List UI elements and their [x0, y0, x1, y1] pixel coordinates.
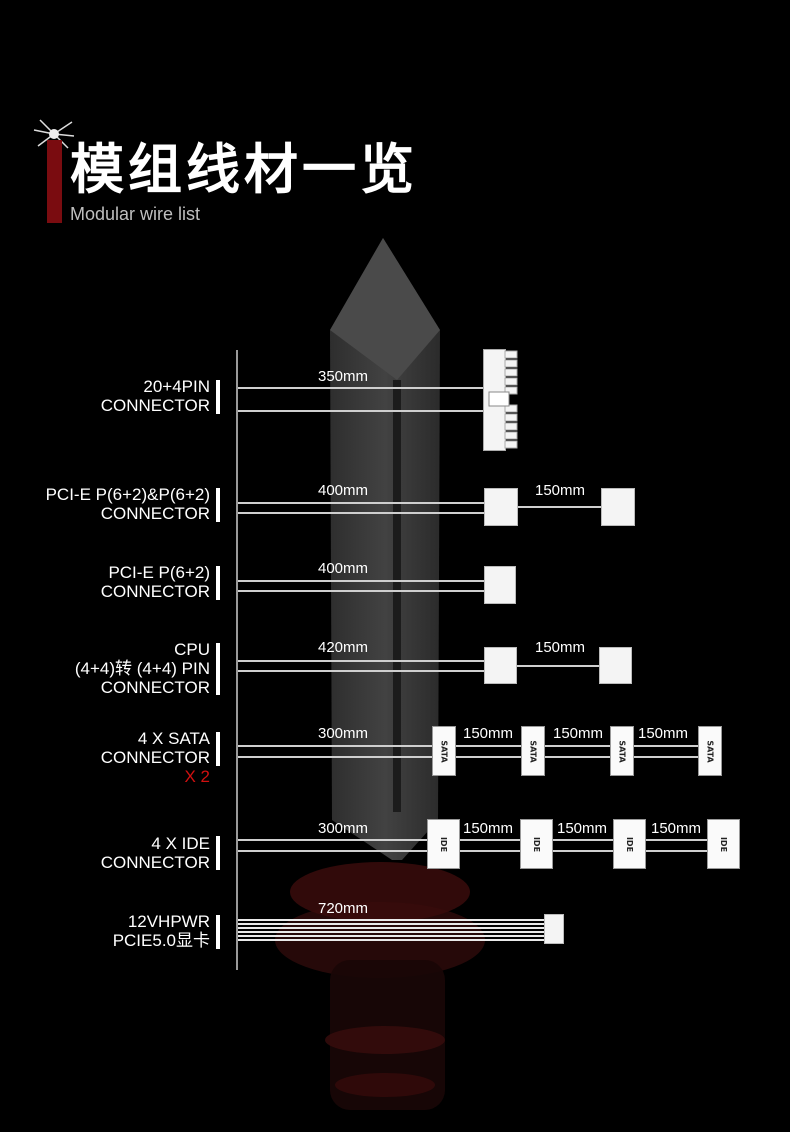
- sata-connector: SATA: [610, 726, 634, 776]
- title-accent-bar: [47, 140, 62, 223]
- row-label-cpu: CPU (4+4)转 (4+4) PIN CONNECTOR: [74, 640, 210, 697]
- length-label: 300mm: [318, 820, 369, 837]
- cable-wire: [516, 665, 606, 667]
- sata-connector: SATA: [432, 726, 456, 776]
- cable-wire: [238, 839, 728, 841]
- length-label: 150mm: [638, 725, 689, 742]
- cable-wire: [238, 580, 488, 582]
- spider-logo-icon: [33, 119, 75, 149]
- length-label: 720mm: [318, 900, 369, 917]
- length-label: 150mm: [651, 820, 702, 837]
- row-label-pcie-dual: PCI-E P(6+2)&P(6+2) CONNECTOR: [45, 485, 210, 523]
- cable-wire: [238, 512, 488, 514]
- row-label-sata: 4 X SATA CONNECTOR X 2: [100, 729, 210, 786]
- length-label: 400mm: [318, 482, 369, 499]
- quantity-multiplier: X 2: [184, 767, 210, 786]
- length-label: 150mm: [557, 820, 608, 837]
- pcie-8pin-connector: [484, 488, 518, 526]
- row-label-pcie-single: PCI-E P(6+2) CONNECTOR: [100, 563, 210, 601]
- row-tick: [216, 915, 220, 949]
- row-tick: [216, 566, 220, 600]
- ide-connector: IDE: [427, 819, 460, 869]
- length-label: 150mm: [463, 725, 514, 742]
- pcie-8pin-connector: [601, 488, 635, 526]
- length-label: 150mm: [463, 820, 514, 837]
- cable-wire: [238, 850, 728, 852]
- cable-wire: [238, 502, 488, 504]
- page-title: 模组线材一览: [70, 138, 418, 201]
- 12vhpwr-connector: [544, 914, 564, 944]
- length-label: 300mm: [318, 725, 369, 742]
- length-label: 420mm: [318, 639, 369, 656]
- length-label: 350mm: [318, 368, 369, 385]
- row-tick: [216, 488, 220, 522]
- cable-wire: [238, 590, 488, 592]
- cable-wire: [238, 670, 488, 672]
- page-subtitle: Modular wire list: [70, 204, 201, 224]
- ide-connector: IDE: [520, 819, 553, 869]
- cable-wire: [238, 387, 486, 389]
- cpu-8pin-connector: [484, 647, 517, 684]
- cable-wire: [238, 660, 488, 662]
- atx-24pin-connector: [483, 349, 518, 451]
- sata-connector: SATA: [698, 726, 722, 776]
- cable-wire: [238, 745, 708, 747]
- length-label: 150mm: [535, 482, 586, 499]
- row-tick: [216, 643, 220, 695]
- 12vhpwr-cable-bundle: [238, 919, 548, 941]
- row-label-ide: 4 X IDE CONNECTOR: [100, 834, 210, 872]
- row-label-20-4pin: 20+4PIN CONNECTOR: [100, 377, 210, 415]
- sata-connector: SATA: [521, 726, 545, 776]
- row-label-12vhpwr: 12VHPWR PCIE5.0显卡: [112, 912, 210, 950]
- row-tick: [216, 380, 220, 414]
- cpu-8pin-connector: [599, 647, 632, 684]
- length-label: 400mm: [318, 560, 369, 577]
- diagram-axis-line: [236, 350, 238, 970]
- cable-wire: [238, 410, 486, 412]
- ide-connector: IDE: [707, 819, 740, 869]
- row-tick: [216, 836, 220, 870]
- row-tick: [216, 732, 220, 766]
- pcie-8pin-connector: [484, 566, 516, 604]
- length-label: 150mm: [553, 725, 604, 742]
- cable-wire: [516, 506, 606, 508]
- cable-wire: [238, 756, 708, 758]
- ide-connector: IDE: [613, 819, 646, 869]
- length-label: 150mm: [535, 639, 586, 656]
